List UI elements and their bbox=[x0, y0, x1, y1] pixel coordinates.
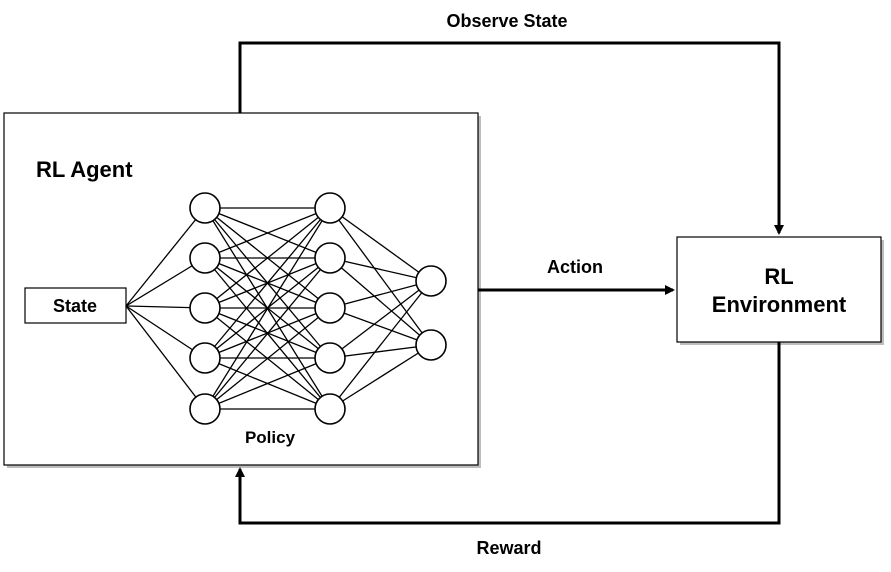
reward-label: Reward bbox=[476, 538, 541, 558]
neuron-node bbox=[415, 329, 447, 361]
environment-label-line1: RL bbox=[764, 264, 793, 289]
neuron-node bbox=[314, 393, 346, 425]
network-nodes bbox=[189, 192, 447, 425]
network-edge bbox=[329, 280, 432, 410]
network-edges bbox=[125, 207, 432, 410]
network-edge bbox=[204, 257, 331, 410]
observe-state-label: Observe State bbox=[446, 11, 567, 31]
network-edge bbox=[329, 307, 432, 346]
policy-label: Policy bbox=[245, 428, 296, 447]
neuron-node bbox=[415, 265, 447, 297]
network-edge bbox=[204, 207, 331, 309]
network-edge bbox=[204, 207, 331, 359]
network-edge bbox=[329, 257, 432, 282]
state-box bbox=[24, 287, 127, 324]
neuron-node bbox=[314, 242, 346, 274]
neuron-node bbox=[189, 192, 221, 224]
environment-label-line2: Environment bbox=[712, 292, 847, 317]
network-edge bbox=[204, 307, 331, 410]
network-edge bbox=[329, 344, 432, 410]
network-edge bbox=[329, 280, 432, 309]
reward-arrow bbox=[235, 342, 781, 525]
neuron-node bbox=[314, 192, 346, 224]
agent-title: RL Agent bbox=[36, 157, 133, 182]
neuron-node bbox=[189, 393, 221, 425]
network-edge bbox=[204, 207, 331, 259]
neuron-node bbox=[189, 242, 221, 274]
input-edge bbox=[125, 207, 206, 307]
network-edge bbox=[329, 344, 432, 359]
neuron-node bbox=[189, 342, 221, 374]
network-edge bbox=[329, 280, 432, 359]
neuron-node bbox=[314, 342, 346, 374]
network-edge bbox=[204, 357, 331, 410]
network-edge bbox=[329, 257, 432, 346]
network-edge bbox=[329, 207, 432, 346]
neuron-node bbox=[189, 292, 221, 324]
state-box-label: State bbox=[53, 296, 97, 316]
neuron-node bbox=[314, 292, 346, 324]
network-edge bbox=[329, 207, 432, 282]
network-edge bbox=[204, 207, 331, 410]
action-label: Action bbox=[547, 257, 603, 277]
environment-box bbox=[676, 236, 882, 343]
observe-state-arrow bbox=[238, 41, 784, 235]
input-edge bbox=[125, 305, 206, 410]
